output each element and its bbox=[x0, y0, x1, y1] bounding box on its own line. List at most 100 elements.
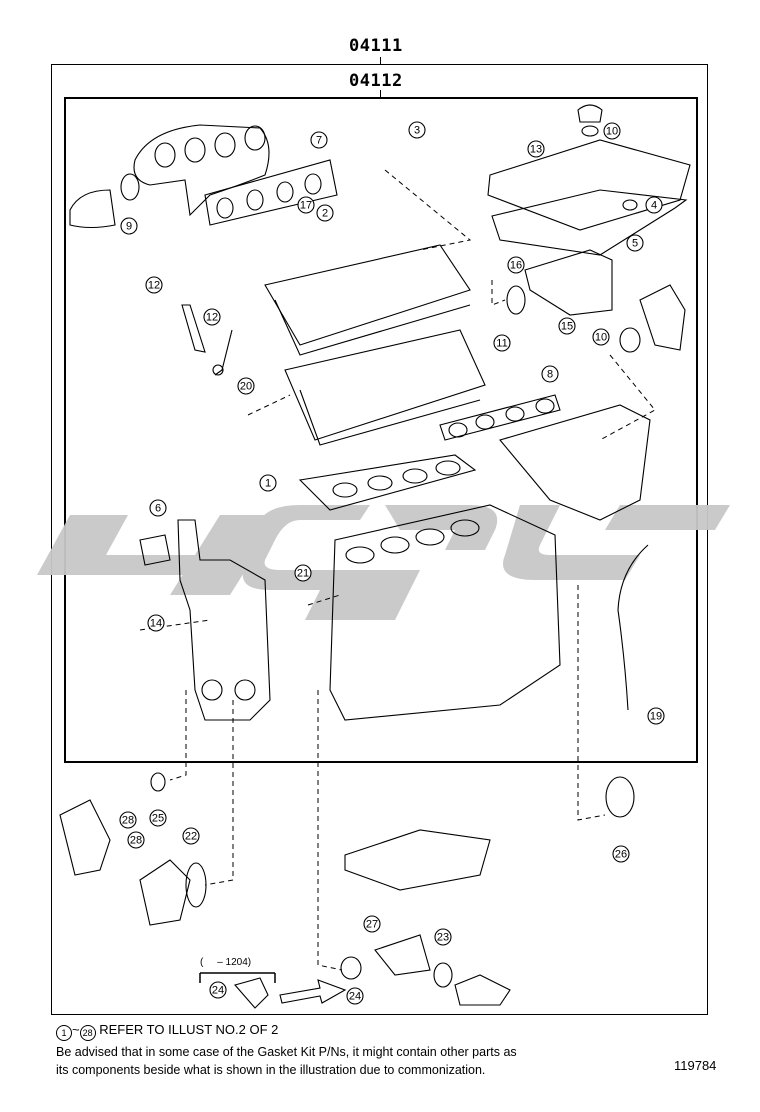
callout-21: 21 bbox=[294, 564, 312, 582]
callout-16: 16 bbox=[507, 256, 525, 274]
svg-text:25: 25 bbox=[152, 813, 164, 825]
callout-start-icon: 1 bbox=[56, 1025, 72, 1041]
callout-25: 25 bbox=[149, 809, 167, 827]
svg-text:15: 15 bbox=[561, 321, 573, 333]
svg-text:8: 8 bbox=[547, 369, 553, 381]
cylinder-block bbox=[329, 504, 561, 721]
svg-text:19: 19 bbox=[650, 711, 662, 723]
svg-text:23: 23 bbox=[437, 932, 449, 944]
callout-8: 8 bbox=[541, 365, 559, 383]
callout-26: 26 bbox=[612, 845, 630, 863]
callout-12a: 12 bbox=[145, 276, 163, 294]
svg-text:10: 10 bbox=[606, 126, 618, 138]
inner-kit-code: 04112 bbox=[349, 71, 403, 91]
callout-14: 14 bbox=[147, 614, 165, 632]
callout-7: 7 bbox=[310, 131, 328, 149]
oil-pan bbox=[344, 829, 491, 891]
refer-tilde: ~ bbox=[72, 1022, 80, 1037]
intake-gasket bbox=[439, 394, 561, 441]
callout-1: 1 bbox=[259, 474, 277, 492]
svg-text:2: 2 bbox=[322, 208, 328, 220]
svg-text:10: 10 bbox=[595, 332, 607, 344]
svg-text:12: 12 bbox=[206, 312, 218, 324]
oil-filler-cap bbox=[577, 104, 603, 123]
outer-kit-frame bbox=[51, 64, 708, 1015]
svg-text:5: 5 bbox=[632, 238, 638, 250]
callout-end-icon: 28 bbox=[79, 1025, 96, 1041]
svg-text:21: 21 bbox=[297, 568, 309, 580]
exhaust-manifold bbox=[69, 124, 270, 229]
thermostat-housing bbox=[374, 934, 431, 976]
callout-3: 3 bbox=[408, 121, 426, 139]
date-range-annotation: ( – 1204) bbox=[200, 957, 252, 968]
valves bbox=[181, 304, 233, 376]
svg-text:24: 24 bbox=[349, 991, 361, 1003]
callout-5: 5 bbox=[626, 234, 644, 252]
callout-11: 11 bbox=[493, 334, 511, 352]
callout-9: 9 bbox=[120, 217, 138, 235]
svg-text:20: 20 bbox=[240, 381, 252, 393]
callout-17: 17 bbox=[297, 196, 315, 214]
water-outlet bbox=[524, 249, 613, 316]
callout-10a: 10 bbox=[603, 122, 621, 140]
callout-27: 27 bbox=[363, 915, 381, 933]
water-inlet-o-ring bbox=[340, 956, 362, 980]
refer-note: 1~28 REFER TO ILLUST NO.2 OF 2 bbox=[56, 1022, 278, 1041]
svg-text:1: 1 bbox=[265, 478, 271, 490]
water-pump-body bbox=[59, 799, 111, 876]
svg-text:13: 13 bbox=[530, 144, 542, 156]
svg-text:4: 4 bbox=[651, 200, 657, 212]
cylinder-head-cover bbox=[487, 139, 691, 231]
water-inlet-pipe bbox=[454, 974, 511, 1006]
svg-text:14: 14 bbox=[150, 618, 162, 630]
svg-text:6: 6 bbox=[155, 503, 161, 515]
cylinder-head-gasket bbox=[298, 454, 477, 511]
callout-22: 22 bbox=[182, 827, 200, 845]
oil-level-gauge-guide bbox=[617, 544, 649, 711]
svg-text:7: 7 bbox=[316, 135, 322, 147]
plug-tube-gasket bbox=[622, 199, 638, 211]
camshaft-housing bbox=[264, 244, 471, 356]
head-cover-gasket bbox=[491, 189, 688, 256]
throttle-body bbox=[639, 284, 686, 351]
timing-chain-cover bbox=[177, 519, 271, 721]
callout-12b: 12 bbox=[203, 308, 221, 326]
refer-text: REFER TO ILLUST NO.2 OF 2 bbox=[99, 1022, 279, 1037]
callout-28a: 28 bbox=[119, 811, 137, 829]
svg-text:9: 9 bbox=[126, 221, 132, 233]
callout-24a: 24 bbox=[209, 981, 227, 999]
callout-19: 19 bbox=[647, 707, 665, 725]
water-inlet-gasket bbox=[139, 534, 171, 566]
callout-24b: 24 bbox=[346, 987, 364, 1005]
oil-filler-cap-gasket bbox=[581, 125, 599, 137]
callout-2: 2 bbox=[316, 204, 334, 222]
inner-code-tick bbox=[380, 90, 381, 98]
thermostat-gasket bbox=[433, 962, 453, 988]
callout-10b: 10 bbox=[592, 328, 610, 346]
svg-text:12: 12 bbox=[148, 280, 160, 292]
callout-23: 23 bbox=[434, 928, 452, 946]
replacement-arrow bbox=[279, 979, 347, 1004]
svg-text:28: 28 bbox=[122, 815, 134, 827]
advisory-line-2: its components beside what is shown in t… bbox=[56, 1063, 486, 1077]
throttle-body-gasket bbox=[619, 327, 641, 353]
water-inlet-older-type bbox=[234, 977, 269, 1009]
svg-text:27: 27 bbox=[366, 919, 378, 931]
callout-28b: 28 bbox=[127, 831, 145, 849]
illustration-number: 119784 bbox=[674, 1058, 717, 1073]
water-outlet-gasket bbox=[506, 285, 526, 315]
intake-manifold bbox=[499, 404, 651, 521]
svg-text:3: 3 bbox=[414, 125, 420, 137]
svg-text:16: 16 bbox=[510, 260, 522, 272]
callout-13: 13 bbox=[527, 140, 545, 158]
exhaust-ring-gasket bbox=[120, 173, 140, 201]
svg-text:28: 28 bbox=[130, 835, 142, 847]
rear-crankshaft-oil-seal bbox=[605, 776, 635, 818]
callout-6: 6 bbox=[149, 499, 167, 517]
outer-kit-code: 04111 bbox=[349, 36, 403, 56]
callout-layer: 1234567891010111212131415161719202122232… bbox=[119, 121, 665, 1005]
advisory-line-1: Be advised that in some case of the Gask… bbox=[56, 1045, 517, 1059]
callout-15: 15 bbox=[558, 317, 576, 335]
svg-text:22: 22 bbox=[185, 831, 197, 843]
